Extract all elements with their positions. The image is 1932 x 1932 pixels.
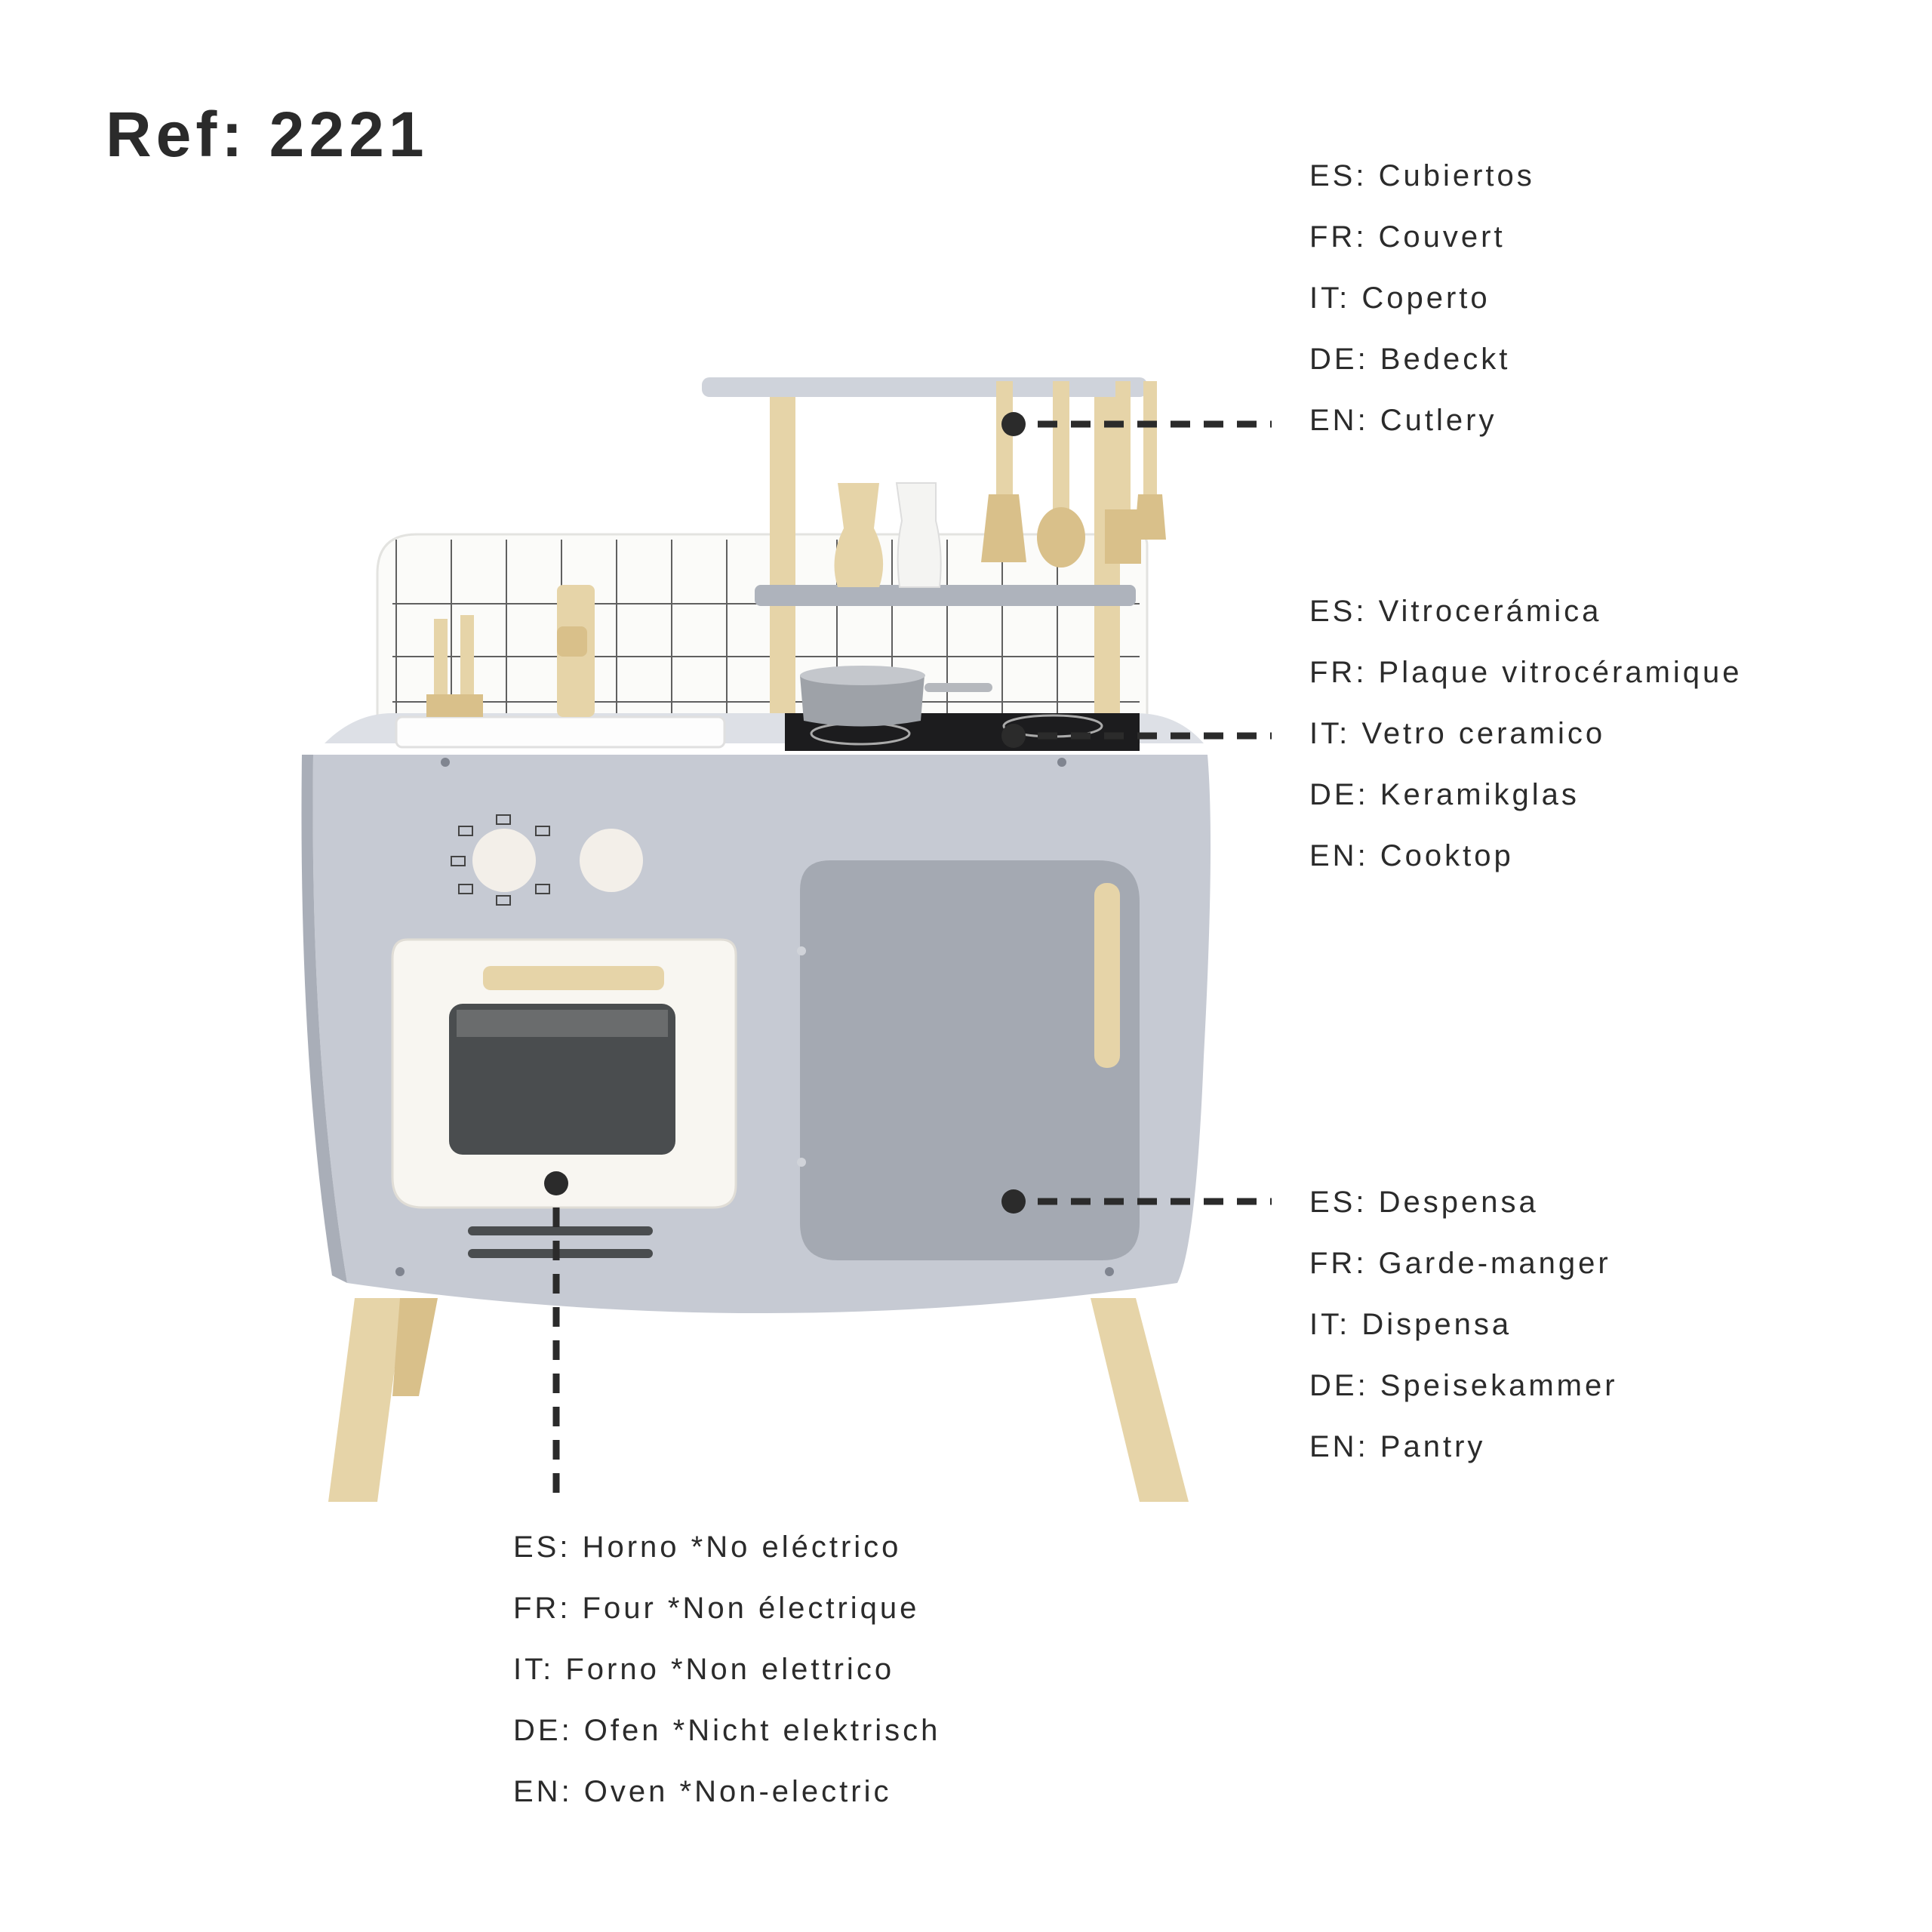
callout-line: EN: Oven *Non-electric <box>513 1775 892 1808</box>
callout-line: DE: Keramikglas <box>1309 778 1580 811</box>
sink <box>395 715 726 749</box>
callout-line: IT: Vetro ceramico <box>1309 717 1606 750</box>
callout-line: ES: Cubiertos <box>1309 159 1535 192</box>
callout-line: ES: Horno *No eléctrico <box>513 1531 902 1564</box>
callout-line: FR: Garde-manger <box>1309 1247 1611 1280</box>
faucet <box>426 585 595 717</box>
shelf-unit <box>702 377 1166 714</box>
callout-line: DE: Bedeckt <box>1309 343 1511 376</box>
oven <box>391 938 737 1258</box>
callout-line: FR: Four *Non électrique <box>513 1592 920 1625</box>
callout-line: FR: Couvert <box>1309 220 1506 254</box>
callout-oven: ES: Horno *No eléctrico FR: Four *Non él… <box>513 1517 940 1823</box>
legs <box>328 1298 1189 1502</box>
callout-line: ES: Despensa <box>1309 1186 1539 1219</box>
oven-knobs <box>451 814 643 906</box>
callout-line: IT: Dispensa <box>1309 1308 1512 1341</box>
callout-line: DE: Ofen *Nicht elektrisch <box>513 1714 941 1747</box>
backsplash <box>376 533 1149 718</box>
cooktop <box>785 666 1140 751</box>
callout-line: FR: Plaque vitrocéramique <box>1309 656 1743 689</box>
callout-line: IT: Coperto <box>1309 281 1491 315</box>
callout-cutlery: ES: Cubiertos FR: Couvert IT: Coperto DE… <box>1309 146 1535 451</box>
callout-line: EN: Pantry <box>1309 1430 1486 1463</box>
callout-leaders <box>544 412 1272 1498</box>
callout-line: ES: Vitrocerámica <box>1309 595 1602 628</box>
callout-line: DE: Speisekammer <box>1309 1369 1618 1402</box>
callout-line: IT: Forno *Non elettrico <box>513 1653 895 1686</box>
callout-line: EN: Cooktop <box>1309 839 1514 872</box>
callout-pantry: ES: Despensa FR: Garde-manger IT: Dispen… <box>1309 1172 1618 1478</box>
pantry-door <box>797 860 1140 1260</box>
callout-cooktop: ES: Vitrocerámica FR: Plaque vitrocérami… <box>1309 581 1743 887</box>
page-title: Ref: 2221 <box>106 99 429 170</box>
callout-line: EN: Cutlery <box>1309 404 1497 437</box>
